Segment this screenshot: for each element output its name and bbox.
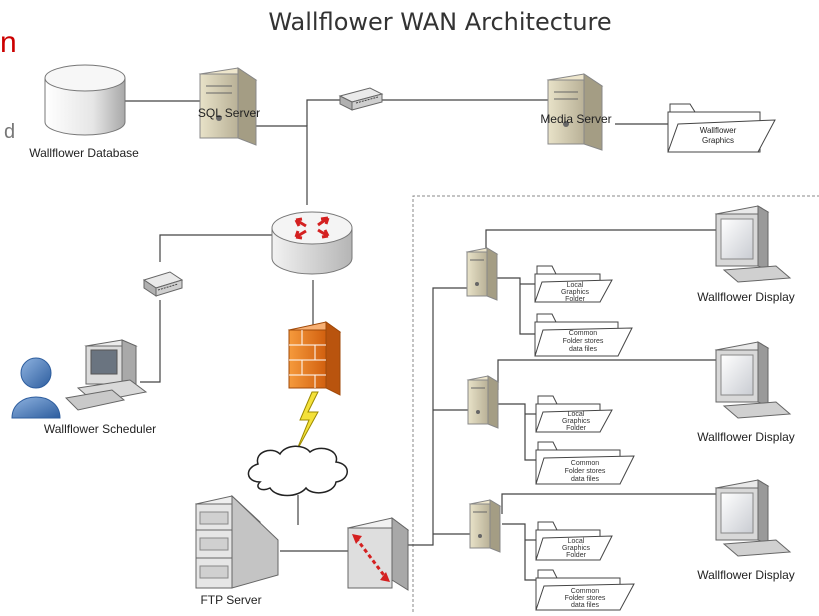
monitor-icon-3 <box>714 479 792 557</box>
database-label: Wallflower Database <box>29 146 139 160</box>
media-server-icon <box>546 73 604 151</box>
local-folder-3-line3: Folder <box>566 552 587 559</box>
common-folder-1-line3: data files <box>569 346 598 353</box>
display-label-3: Wallflower Display <box>697 568 795 582</box>
common-folder-2-line2: Folder stores <box>565 468 606 475</box>
display-zone-boundary <box>412 195 819 612</box>
folder-icon-wallflower-graphics <box>667 103 776 153</box>
graphics-folder-label-line1: Wallflower <box>700 126 737 135</box>
folder-icon-common-3 <box>535 569 635 611</box>
local-folder-1-line1: Local <box>567 282 584 289</box>
folder-icon-local-1 <box>534 265 613 303</box>
router-icon <box>271 211 353 275</box>
database-icon <box>44 64 126 136</box>
common-folder-2-line3: data files <box>571 476 600 483</box>
sql-server-icon <box>198 67 258 146</box>
monitor-icon-1 <box>714 205 792 283</box>
display-server-icon-3 <box>468 499 502 553</box>
scheduler-label: Wallflower Scheduler <box>44 422 156 436</box>
network-switch-icon-top <box>338 87 384 111</box>
lightning-icon <box>295 391 319 453</box>
network-switch-icon-left <box>142 271 184 297</box>
sql-server-label: SQL Server <box>198 106 260 120</box>
display-label-1: Wallflower Display <box>697 290 795 304</box>
ftp-server-label: FTP Server <box>200 593 261 607</box>
local-folder-2-line2: Graphics <box>562 418 591 425</box>
firewall-icon <box>287 321 342 396</box>
monitor-icon-2 <box>714 341 792 419</box>
graphics-folder-label-line2: Graphics <box>702 136 734 145</box>
user-icon <box>11 357 61 419</box>
common-folder-1-line2: Folder stores <box>563 338 604 345</box>
wan-switch-icon <box>346 517 410 591</box>
common-folder-3-line2: Folder stores <box>565 595 606 602</box>
local-folder-3-line1: Local <box>568 538 585 545</box>
edge-text-fragment-top: n <box>0 26 17 59</box>
diagram-title: Wallflower WAN Architecture <box>268 8 611 36</box>
display-label-2: Wallflower Display <box>697 430 795 444</box>
folder-icon-local-3 <box>535 521 613 561</box>
common-folder-3-line3: data files <box>571 602 600 609</box>
common-folder-2-line1: Common <box>571 460 600 467</box>
workstation-icon <box>64 339 148 411</box>
folder-icon-common-2 <box>535 441 635 485</box>
local-folder-1-line3: Folder <box>565 296 586 303</box>
edge-text-fragment-middle: d <box>4 121 15 143</box>
common-folder-3-line1: Common <box>571 588 600 595</box>
cloud-icon <box>247 445 348 497</box>
folder-icon-common-1 <box>534 313 633 357</box>
display-server-icon-2 <box>466 375 500 429</box>
local-folder-2-line3: Folder <box>566 425 587 432</box>
local-folder-3-line2: Graphics <box>562 545 591 552</box>
media-server-label: Media Server <box>540 112 611 126</box>
local-folder-2-line1: Local <box>568 411 585 418</box>
local-folder-1-line2: Graphics <box>561 289 590 296</box>
common-folder-1-line1: Common <box>569 330 598 337</box>
folder-icon-local-2 <box>535 395 613 433</box>
ftp-server-icon <box>194 494 279 589</box>
display-server-icon-1 <box>465 247 499 301</box>
